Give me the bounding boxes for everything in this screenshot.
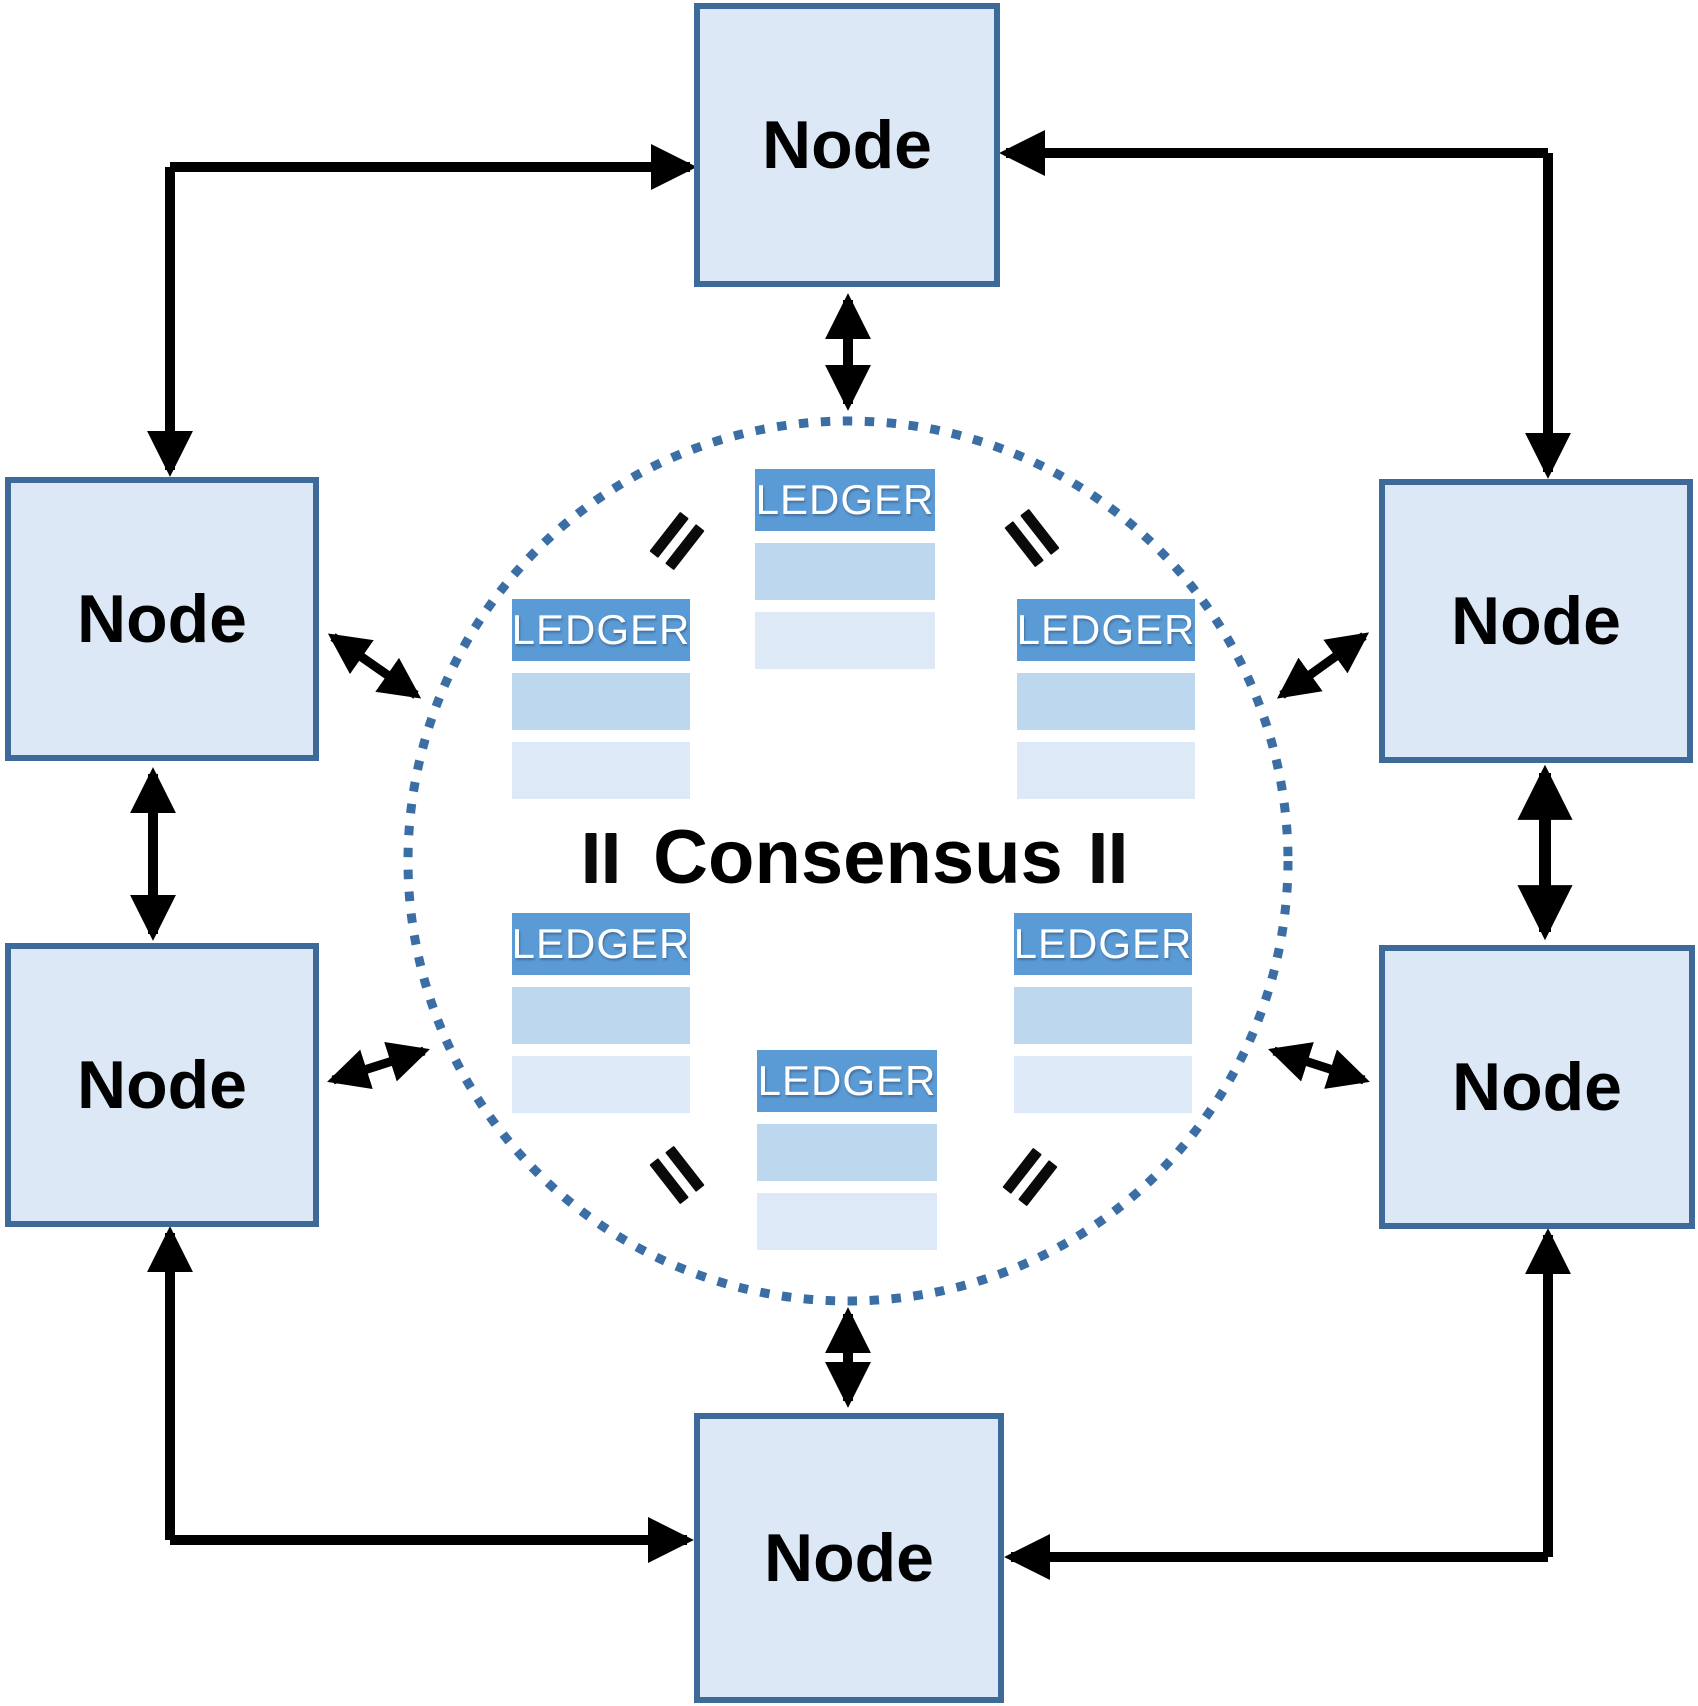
ledger-header: LEDGER [512,599,690,661]
ledger-top: LEDGER [755,469,935,669]
node-top: Node [694,3,1000,287]
ledger-row [757,1124,937,1181]
ledger-right-upper: LEDGER [1017,599,1195,799]
ledger-header: LEDGER [1017,599,1195,661]
equals-bar [585,833,597,883]
node-right-lower: Node [1379,945,1695,1229]
arrow-rightlower-node-to-circle [1268,1042,1370,1089]
equals-bar [1112,833,1124,883]
ledger-left-lower: LEDGER [512,913,690,1113]
ledger-header: LEDGER [512,913,690,975]
ledger-row [512,987,690,1044]
node-bottom: Node [694,1413,1004,1703]
ledger-row [1014,987,1192,1044]
node-left-upper: Node [5,477,319,761]
ledger-header: LEDGER [1014,913,1192,975]
ledger-row [1017,742,1195,799]
ledger-left-upper: LEDGER [512,599,690,799]
ledger-row [512,1056,690,1113]
ledger-row [757,1193,937,1250]
ledger-right-lower: LEDGER [1014,913,1192,1113]
equals-icon [1092,833,1124,883]
arrow-rightupper-node-to-circle [1276,632,1370,699]
ledger-row [755,543,935,600]
ledger-header: LEDGER [755,469,935,531]
equals-icon [649,1145,705,1205]
ledger-row [755,612,935,669]
equals-icon [585,833,617,883]
consensus-label: Consensus [653,815,1063,900]
arrow-leftlower-node-to-circle [327,1041,430,1090]
equals-icon [649,511,705,571]
ledger-row [512,742,690,799]
ledger-row [1017,673,1195,730]
equals-bar [1092,833,1104,883]
equals-bar [605,833,617,883]
equals-icon [1002,1147,1058,1207]
arrow-leftupper-node-to-circle [327,633,422,699]
ledger-header: LEDGER [757,1050,937,1112]
node-left-lower: Node [5,943,319,1227]
node-right-upper: Node [1379,479,1693,763]
equals-icon [1004,508,1060,568]
ledger-row [512,673,690,730]
ledger-bottom: LEDGER [757,1050,937,1250]
ledger-row [1014,1056,1192,1113]
